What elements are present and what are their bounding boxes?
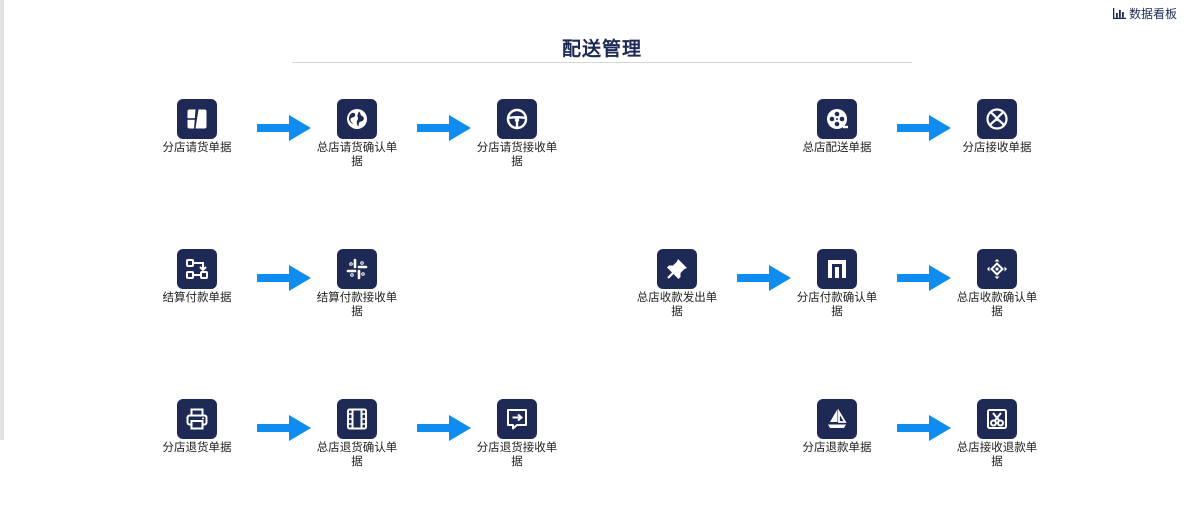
move-diamond-icon — [985, 257, 1009, 281]
node-branch-return-receive[interactable]: 分店退货接收单据 — [467, 399, 567, 468]
node-label: 结算付款接收单据 — [316, 290, 398, 318]
node-label: 分店退款单据 — [802, 440, 872, 454]
globe-icon — [345, 107, 369, 131]
frame-icon — [825, 257, 849, 281]
node-label: 分店接收单据 — [962, 140, 1032, 154]
node-tile — [337, 399, 377, 439]
node-branch-refund[interactable]: 分店退款单据 — [787, 399, 887, 454]
flow-arrow — [897, 265, 951, 291]
flow-arrow — [417, 115, 471, 141]
node-label: 总店收款发出单据 — [636, 290, 718, 318]
node-settlement-receive[interactable]: 结算付款接收单据 — [307, 249, 407, 318]
film-strip-icon — [345, 407, 369, 431]
node-tile — [497, 399, 537, 439]
node-label: 分店退货单据 — [162, 440, 232, 454]
pin-icon — [665, 257, 689, 281]
slack-icon — [345, 257, 369, 281]
node-hq-refund-receive[interactable]: 总店接收退款单据 — [947, 399, 1047, 468]
node-settlement-payment[interactable]: 结算付款单据 — [147, 249, 247, 304]
node-branch-request-receive[interactable]: 分店请货接收单据 — [467, 99, 567, 168]
left-border — [0, 0, 4, 440]
node-label: 总店配送单据 — [802, 140, 872, 154]
flow-arrow — [257, 265, 311, 291]
node-label: 总店退货确认单据 — [316, 440, 398, 468]
node-label: 分店请货接收单据 — [476, 140, 558, 168]
node-tile — [497, 99, 537, 139]
node-tile — [817, 249, 857, 289]
node-tile — [817, 99, 857, 139]
flow-arrow — [897, 415, 951, 441]
node-tile — [977, 249, 1017, 289]
node-label: 总店请货确认单据 — [316, 140, 398, 168]
flow-arrow — [737, 265, 791, 291]
flow-arrow — [257, 115, 311, 141]
flow-arrow — [257, 415, 311, 441]
node-tile — [177, 249, 217, 289]
split-square-icon — [185, 107, 209, 131]
node-tile — [337, 249, 377, 289]
steering-wheel-icon — [505, 107, 529, 131]
printer-icon — [185, 407, 209, 431]
share-box-icon — [505, 407, 529, 431]
node-tile — [977, 99, 1017, 139]
node-branch-request[interactable]: 分店请货单据 — [147, 99, 247, 154]
scissors-icon — [985, 407, 1009, 431]
node-tile — [177, 99, 217, 139]
node-hq-delivery[interactable]: 总店配送单据 — [787, 99, 887, 154]
data-dashboard-link[interactable]: 数据看板 — [1112, 5, 1177, 22]
sailboat-icon — [825, 407, 849, 431]
flow-arrow — [417, 415, 471, 441]
node-branch-return[interactable]: 分店退货单据 — [147, 399, 247, 454]
node-label: 结算付款单据 — [162, 290, 232, 304]
node-branch-receive[interactable]: 分店接收单据 — [947, 99, 1047, 154]
node-label: 总店接收退款单据 — [956, 440, 1038, 468]
xbox-icon — [985, 107, 1009, 131]
node-branch-payment-confirm[interactable]: 分店付款确认单据 — [787, 249, 887, 318]
node-label: 分店付款确认单据 — [796, 290, 878, 318]
node-tile — [977, 399, 1017, 439]
node-hq-collection-confirm[interactable]: 总店收款确认单据 — [947, 249, 1047, 318]
node-tile — [817, 399, 857, 439]
node-hq-request-confirm[interactable]: 总店请货确认单据 — [307, 99, 407, 168]
dashboard-link-label: 数据看板 — [1128, 7, 1177, 21]
node-hq-collection-issue[interactable]: 总店收款发出单据 — [627, 249, 727, 318]
node-tile — [337, 99, 377, 139]
node-label: 分店请货单据 — [162, 140, 232, 154]
title-divider — [292, 62, 912, 63]
page-title: 配送管理 — [561, 38, 642, 60]
flow-arrow — [897, 115, 951, 141]
node-hq-return-confirm[interactable]: 总店退货确认单据 — [307, 399, 407, 468]
workflow-icon — [185, 257, 209, 281]
bar-chart-icon — [1112, 8, 1126, 19]
node-label: 分店退货接收单据 — [476, 440, 558, 468]
node-label: 总店收款确认单据 — [956, 290, 1038, 318]
node-tile — [657, 249, 697, 289]
film-reel-icon — [825, 107, 849, 131]
node-tile — [177, 399, 217, 439]
